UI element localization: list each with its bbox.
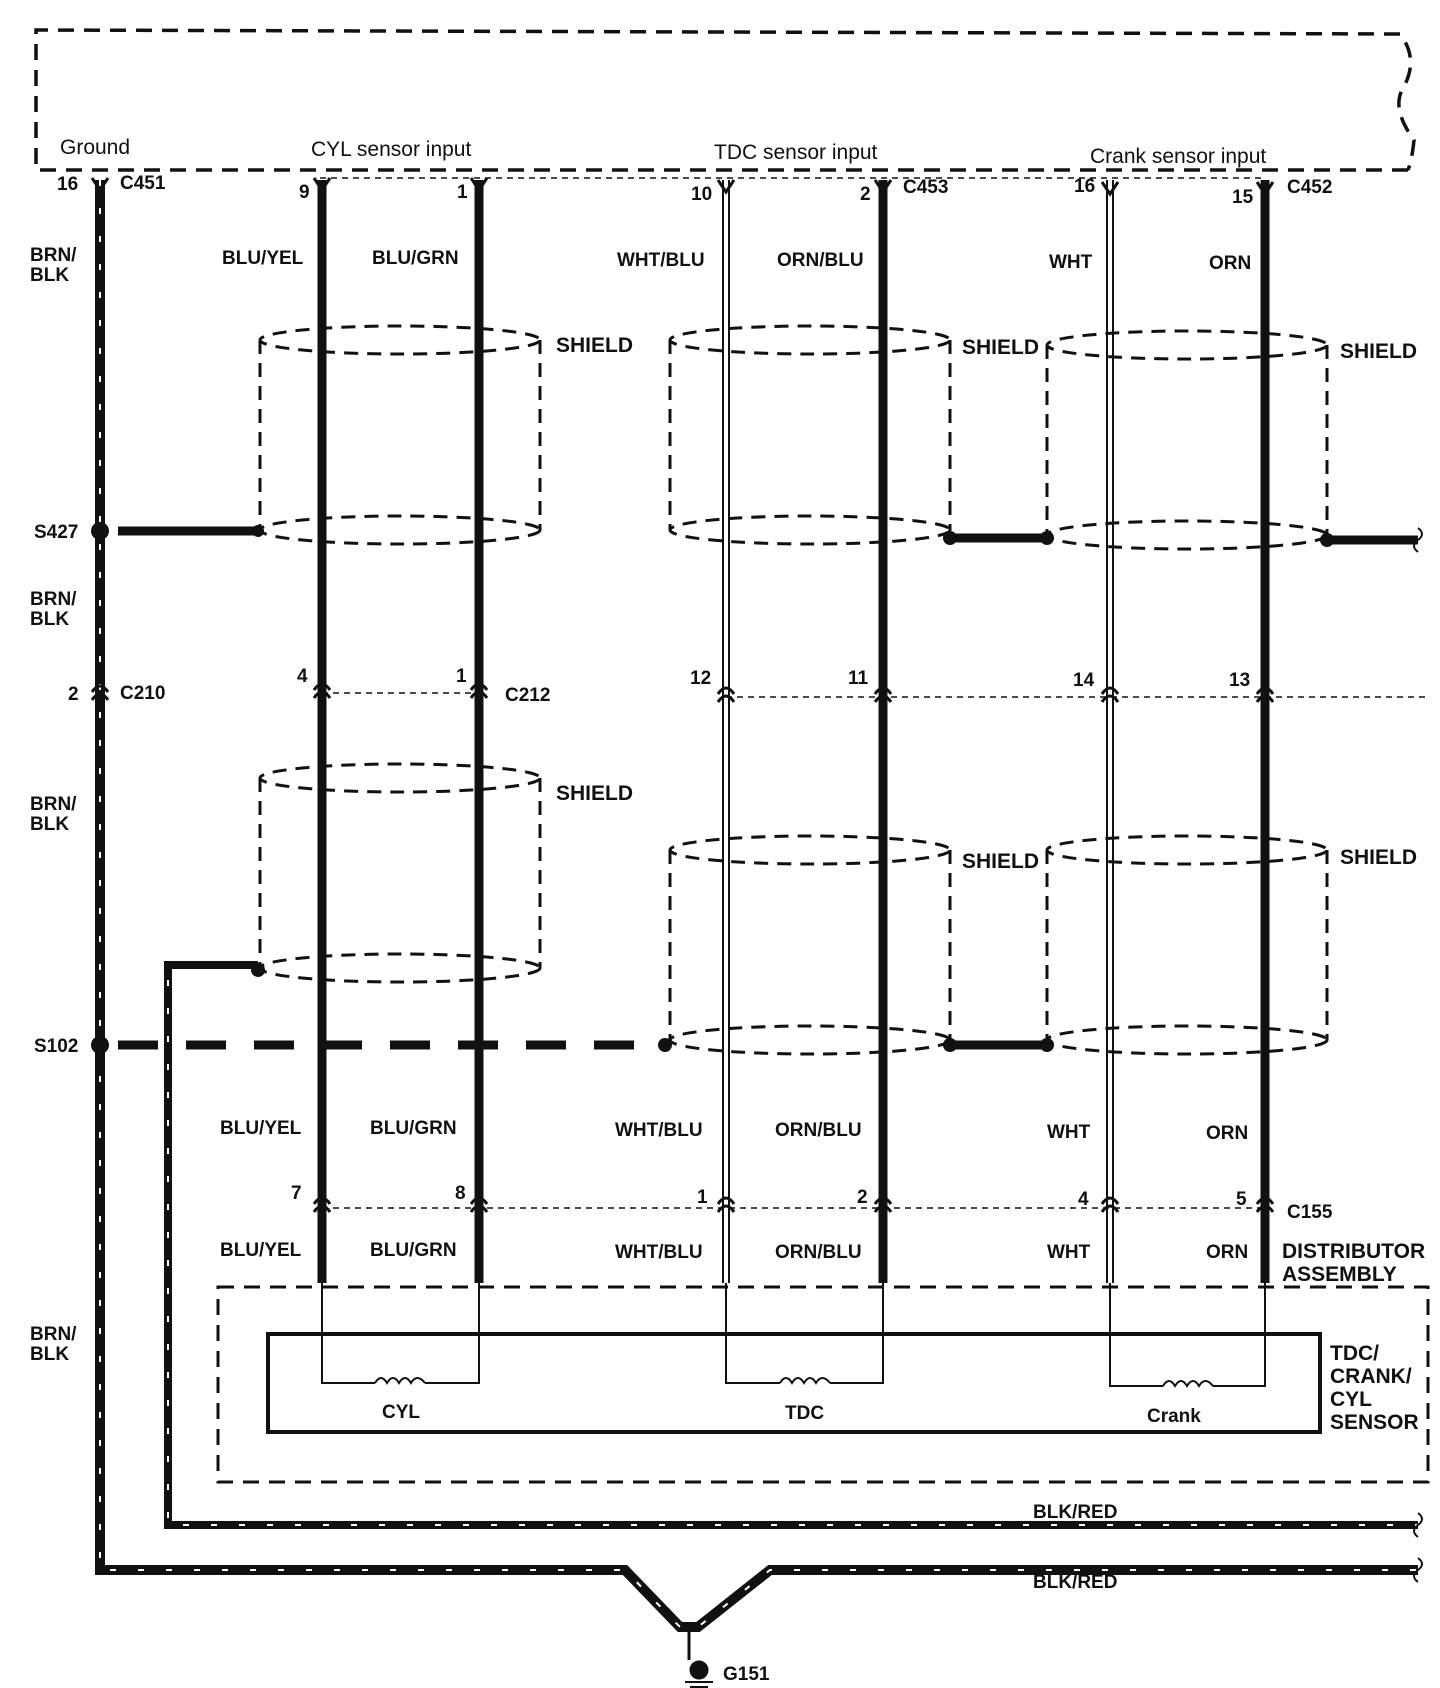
wire-label: BLK/RED — [1033, 1502, 1117, 1523]
shield-label: SHIELD — [556, 334, 633, 357]
pin-label: 10 — [691, 184, 712, 205]
header-cyl-sensor-input: CYL sensor input — [311, 138, 471, 161]
wire-label: BLK — [30, 265, 69, 286]
wire-label: BRN/ — [30, 245, 77, 266]
splice-s102 — [91, 1036, 109, 1054]
wire-label: BRN/ — [30, 1324, 77, 1345]
shield-label: SHIELD — [962, 336, 1039, 359]
wire-label: BLU/GRN — [370, 1118, 457, 1139]
pin-label: 16 — [1074, 176, 1095, 197]
wire-label: WHT/BLU — [615, 1242, 703, 1263]
coil-label-cyl: CYL — [382, 1402, 420, 1423]
splice-s427-label: S427 — [34, 522, 78, 543]
ground-wire — [95, 180, 1418, 1632]
pin-label: 1 — [457, 182, 468, 203]
shield-crank-upper — [1045, 329, 1329, 551]
pin-label: 7 — [291, 1183, 302, 1204]
wire-label-brn-blk: BRN/ BLK BRN/ BLK BRN/ BLK BRN/ BLK — [30, 245, 77, 1365]
pin-label: 11 — [848, 668, 869, 689]
sensor-label: SENSOR — [1330, 1411, 1419, 1434]
pin-label: 8 — [455, 1183, 466, 1204]
ground-g151-label: G151 — [723, 1664, 770, 1685]
sensor-box — [266, 1332, 1322, 1434]
wire-label: ORN/BLU — [775, 1242, 862, 1263]
shield-label: SHIELD — [1340, 340, 1417, 363]
pin-label: 12 — [690, 668, 711, 689]
wire-label: BLK/RED — [1033, 1572, 1117, 1593]
wire-label: WHT — [1049, 252, 1093, 273]
header-ground: Ground — [60, 136, 130, 159]
connector-c155: C155 — [1287, 1202, 1333, 1223]
ground-symbol-g151 — [685, 1627, 713, 1688]
wire-label: ORN — [1209, 253, 1251, 274]
coil-label-tdc: TDC — [785, 1403, 824, 1424]
splice-s102-label: S102 — [34, 1036, 78, 1057]
pin-label: 2 — [860, 184, 871, 205]
distributor-assembly-box — [216, 1285, 1430, 1484]
wire-label: BLU/YEL — [220, 1118, 302, 1139]
wire-label: BLK — [30, 609, 69, 630]
wire-label: WHT/BLU — [617, 250, 705, 271]
wire-label: WHT/BLU — [615, 1120, 703, 1141]
wire-label: ORN — [1206, 1242, 1248, 1263]
wire-label: BRN/ — [30, 794, 77, 815]
connector-c453: C453 — [903, 177, 948, 198]
connector-c452: C452 — [1287, 177, 1332, 198]
pin-label: 4 — [297, 666, 308, 687]
sensor-label: CYL — [1330, 1388, 1372, 1411]
pin-label: 1 — [456, 666, 467, 687]
pin-label: 4 — [1078, 1189, 1089, 1210]
shield-tdc-upper — [668, 324, 952, 546]
pin-label: 2 — [68, 684, 79, 705]
wire-label: ORN — [1206, 1123, 1248, 1144]
distributor-label: ASSEMBLY — [1282, 1263, 1397, 1286]
pin-label: 1 — [697, 1187, 708, 1208]
sensor-label: TDC/ — [1330, 1342, 1379, 1365]
wire-label: ORN/BLU — [775, 1120, 862, 1141]
wire-label: BLK — [30, 1344, 69, 1365]
wire-label: BLU/GRN — [372, 248, 459, 269]
coil-label-crank: Crank — [1147, 1406, 1201, 1427]
shield-label: SHIELD — [1340, 846, 1417, 869]
header-crank-sensor-input: Crank sensor input — [1090, 145, 1266, 168]
wire-label: BRN/ — [30, 589, 77, 610]
splice-s427 — [91, 522, 109, 540]
ecm-box-outline — [34, 28, 1416, 172]
s102-blk-red-wire — [164, 961, 1418, 1529]
shield-label: SHIELD — [962, 850, 1039, 873]
pin-label: 2 — [857, 1187, 868, 1208]
connector-c210: C210 — [120, 683, 165, 704]
wire-label: BLU/YEL — [220, 1240, 302, 1261]
pin-label: 14 — [1073, 670, 1095, 691]
pin-label: 16 — [57, 174, 78, 195]
pin-label: 9 — [299, 182, 310, 203]
pin-label: 5 — [1236, 1189, 1247, 1210]
pin-label: 15 — [1232, 187, 1254, 208]
shield-cyl-upper — [258, 324, 542, 546]
wire-label: BLU/YEL — [222, 248, 304, 269]
connector-c212: C212 — [505, 685, 550, 706]
shield-crank-lower — [1045, 834, 1329, 1056]
wire-label: BLK — [30, 814, 69, 835]
distributor-label: DISTRIBUTOR — [1282, 1240, 1425, 1263]
shield-tdc-lower — [668, 834, 952, 1056]
wire-label: ORN/BLU — [777, 250, 864, 271]
connector-c451: C451 — [120, 173, 166, 194]
wire-label: WHT — [1047, 1242, 1091, 1263]
shield-cyl-lower — [258, 762, 542, 984]
shield-label: SHIELD — [556, 782, 633, 805]
wire-label: BLU/GRN — [370, 1240, 457, 1261]
pin-label: 13 — [1229, 670, 1250, 691]
wire-label: WHT — [1047, 1122, 1091, 1143]
header-tdc-sensor-input: TDC sensor input — [714, 141, 878, 164]
sensor-label: CRANK/ — [1330, 1365, 1412, 1388]
